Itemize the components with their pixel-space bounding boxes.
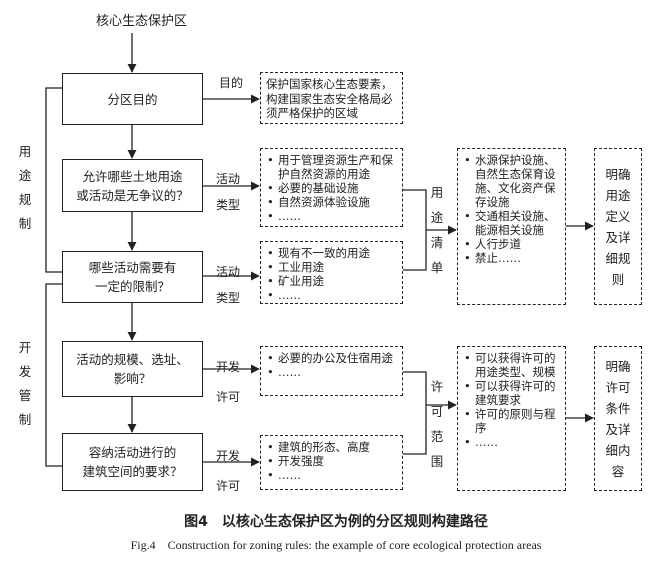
box-zoning-purpose: 分区目的 — [62, 73, 203, 125]
use-list-box: 水源保护设施、自然生态保育设施、文化资产保存设施 交通相关设施、能源相关设施 人… — [457, 148, 566, 305]
list-item: 必要的办公及住宿用途 — [266, 351, 398, 365]
list-scale-location: 必要的办公及住宿用途 …… — [260, 346, 403, 396]
label-dev-permit-2: 开发 许可 — [216, 449, 241, 493]
list-item: …… — [463, 435, 561, 449]
list-item: …… — [266, 288, 398, 302]
list-restricted-activities: 现有不一致的用途 工业用途 矿业用途 …… — [260, 241, 403, 304]
list-item: …… — [266, 468, 398, 482]
permit-collector-top — [403, 371, 427, 405]
list-item: 交通相关设施、能源相关设施 — [463, 209, 561, 237]
list-item: 用于管理资源生产和保护自然资源的用途 — [266, 153, 398, 181]
bracket-development-control — [45, 283, 62, 467]
purpose-box: 保护国家核心生态要素，构建国家生态安全格局必须严格保护的区域 — [260, 72, 403, 124]
caption-en: Fig.4 Construction for zoning rules: the… — [130, 538, 542, 552]
list-item: …… — [266, 365, 398, 379]
label-purpose: 目的 — [219, 76, 244, 90]
list-item: 可以获得许可的建筑要求 — [463, 379, 561, 407]
list-item: 许可的原则与程序 — [463, 407, 561, 435]
top-label: 核心生态保护区 — [96, 14, 188, 29]
permit-collector-bottom — [403, 405, 427, 455]
box-restricted-activities-text: 哪些活动需要有 一定的限制？ — [88, 260, 177, 294]
purpose-text: 保护国家核心生态要素，构建国家生态安全格局必须严格保护的区域 — [266, 77, 393, 120]
final-box-permit-rules: 明确许可条件及详细内容 — [594, 346, 642, 491]
list-item: 工业用途 — [266, 260, 398, 274]
list-item: 矿业用途 — [266, 274, 398, 288]
list-building-space: 建筑的形态、高度 开发强度 …… — [260, 435, 403, 490]
box-uncontested-uses-text: 允许哪些土地用途 或活动是无争议的？ — [76, 168, 189, 203]
label-permit-scope: 许可范围 — [430, 379, 444, 469]
box-restricted-activities: 哪些活动需要有 一定的限制？ — [62, 251, 203, 303]
label-activity-type-2: 活动 类型 — [216, 265, 241, 305]
list-item: 自然资源体验设施 — [266, 195, 398, 209]
box-scale-location: 活动的规模、选址、 影响？ — [62, 341, 203, 397]
list-item: 开发强度 — [266, 454, 398, 468]
list-item: 现有不一致的用途 — [266, 246, 398, 260]
use-collector-bottom — [403, 230, 427, 271]
final-box-use-rules: 明确用途定义及详细规则 — [594, 148, 642, 305]
list-uncontested-activities: 用于管理资源生产和保护自然资源的用途 必要的基础设施 自然资源体验设施 …… — [260, 148, 403, 227]
label-dev-permit-1: 开发 许可 — [216, 360, 241, 404]
list-item: 建筑的形态、高度 — [266, 440, 398, 454]
box-uncontested-uses: 允许哪些土地用途 或活动是无争议的？ — [62, 159, 203, 212]
box-building-space: 容纳活动进行的 建筑空间的要求？ — [62, 433, 203, 491]
side-label-development-control: 开发管制 — [18, 340, 32, 427]
bracket-use-regulation — [45, 87, 62, 273]
list-item: 人行步道 — [463, 237, 561, 251]
label-use-list: 用途清单 — [430, 185, 444, 275]
list-item: 禁止…… — [463, 251, 561, 265]
final-use-rules-text: 明确用途定义及详细规则 — [605, 166, 631, 287]
permit-list-box: 可以获得许可的用途类型、规模 可以获得许可的建筑要求 许可的原则与程序 …… — [457, 346, 566, 491]
label-activity-type-1: 活动 类型 — [216, 172, 241, 212]
final-permit-rules-text: 明确许可条件及详细内容 — [605, 358, 631, 479]
caption-cn: 图4 以核心生态保护区为例的分区规则构建路径 — [184, 514, 488, 530]
list-item: …… — [266, 209, 398, 223]
box-scale-location-text: 活动的规模、选址、 影响？ — [76, 352, 189, 386]
list-item: 水源保护设施、自然生态保育设施、文化资产保存设施 — [463, 153, 561, 209]
list-item: 可以获得许可的用途类型、规模 — [463, 351, 561, 379]
list-item: 必要的基础设施 — [266, 181, 398, 195]
box-building-space-text: 容纳活动进行的 建筑空间的要求？ — [82, 445, 183, 479]
box-zoning-purpose-text: 分区目的 — [107, 91, 158, 107]
side-label-use-regulation: 用途规制 — [18, 144, 32, 231]
use-collector-top — [403, 189, 427, 230]
